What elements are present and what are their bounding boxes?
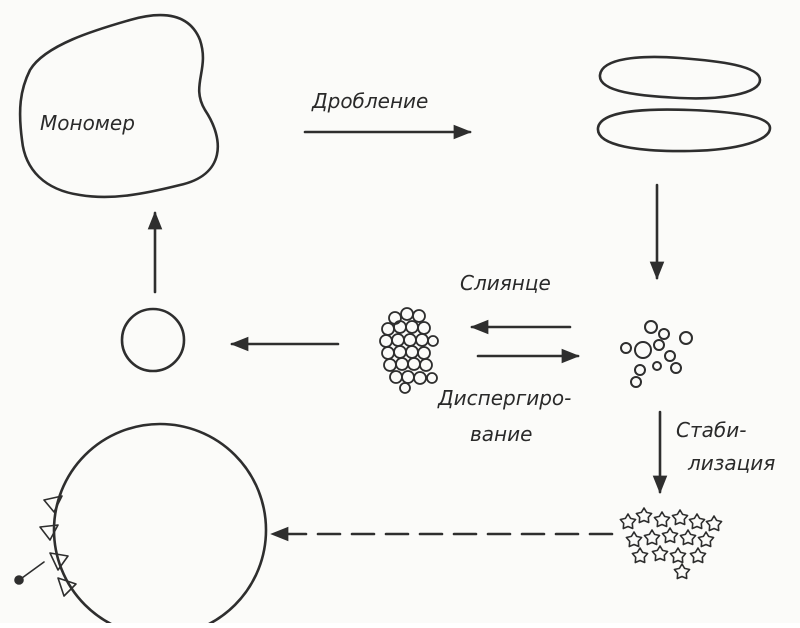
stabilizer-molecules: [15, 496, 76, 596]
stabilized-droplet: [652, 546, 667, 561]
crushing-label: Дробление: [311, 89, 428, 113]
stabilized-droplet: [672, 510, 687, 525]
elongated-drop-top: [600, 57, 760, 98]
polymer-bead: [54, 424, 266, 623]
stabilized-droplet: [620, 514, 635, 529]
stabilized-droplet: [636, 508, 651, 523]
stabilized-droplet: [626, 532, 641, 547]
stabilized-droplet: [662, 528, 677, 543]
stabilized-droplet: [674, 564, 689, 579]
stabilized-droplets: [620, 508, 721, 579]
stabilized-droplet: [689, 514, 704, 529]
elongated-drop-bottom: [598, 110, 770, 152]
stabilized-droplet: [632, 548, 647, 563]
dispersing-label-line2: вание: [470, 422, 532, 446]
droplet-aggregate: [380, 308, 438, 393]
stabilization-label-line2: лизация: [687, 451, 775, 475]
stabilized-droplet: [654, 512, 669, 527]
stabilized-droplet: [706, 516, 721, 531]
dispersing-label-line1: Диспергиро-: [437, 386, 571, 410]
stabilized-droplet: [670, 548, 685, 563]
stabilized-droplet: [680, 530, 695, 545]
small-droplets: [621, 321, 692, 387]
monomer-label: Мономер: [40, 111, 135, 135]
stabilization-label-line1: Стаби-: [676, 418, 746, 442]
stabilized-droplet: [644, 530, 659, 545]
stabilized-droplet: [698, 532, 713, 547]
monomer-blob: [20, 15, 218, 197]
merged-drop: [122, 309, 184, 371]
stabilized-droplet: [690, 548, 705, 563]
merging-label: Слиянце: [460, 271, 551, 295]
